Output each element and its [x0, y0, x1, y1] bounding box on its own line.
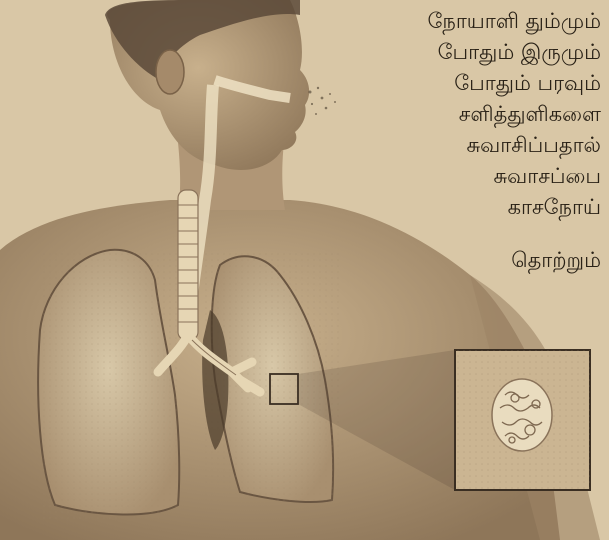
caption-line-2: போதும் இருமும் — [351, 37, 601, 68]
caption-line-3: போதும் பரவும் — [351, 68, 601, 99]
trachea — [178, 190, 198, 340]
caption-line-6: சுவாசப்பை — [351, 161, 601, 192]
ear — [156, 50, 184, 94]
caption-line-4: சளித்துளிகளை — [351, 99, 601, 130]
bacteria-inset — [455, 350, 590, 490]
caption-line-5: சுவாசிப்பதால் — [351, 130, 601, 161]
caption-line-8: தொற்றும் — [351, 245, 601, 276]
bacteria-cluster-icon — [492, 379, 552, 451]
caption-line-7: காசநோய் — [351, 192, 601, 223]
caption-spacer — [351, 223, 601, 245]
caption-line-1: நோயாளி தும்மும் — [351, 6, 601, 37]
left-lung-texture — [40, 250, 180, 520]
caption-block: நோயாளி தும்மும் போதும் இருமும் போதும் பர… — [351, 6, 601, 276]
